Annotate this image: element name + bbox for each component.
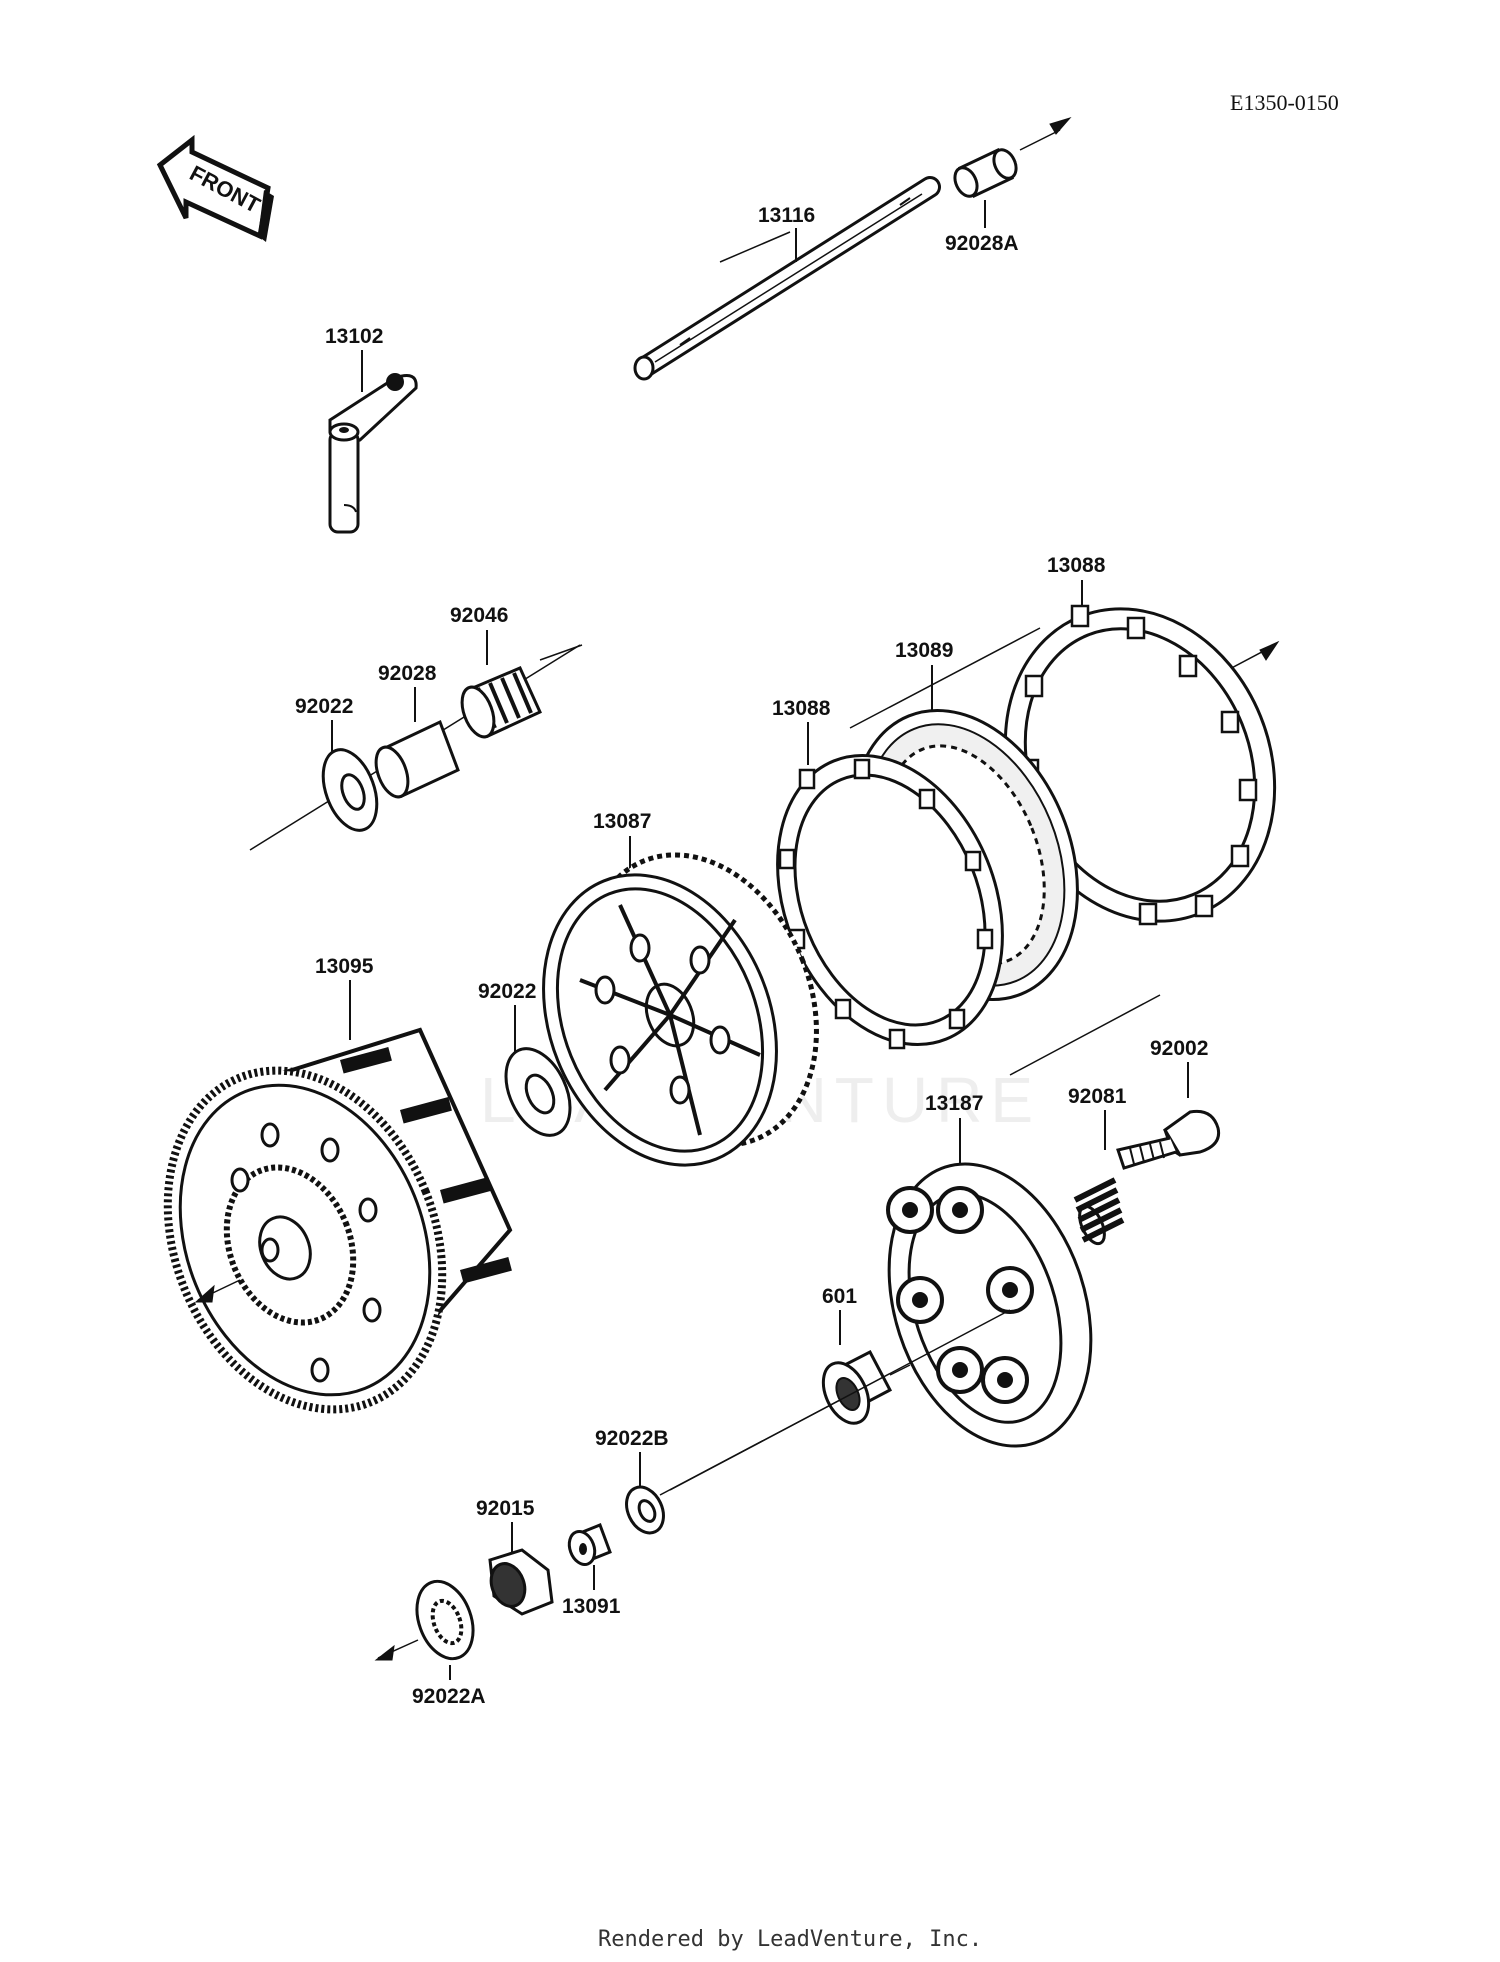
callout-13087: 13087	[593, 810, 651, 833]
callout-92015: 92015	[476, 1497, 535, 1520]
callout-13091: 13091	[562, 1595, 621, 1618]
part-13187-pressure-plate	[886, 1162, 1093, 1448]
part-13088-friction-plate-front	[776, 753, 1004, 1050]
part-92022B-washer	[625, 1485, 665, 1535]
callout-92028: 92028	[378, 662, 437, 685]
callout-92022-top: 92022	[295, 695, 353, 718]
callout-92081: 92081	[1068, 1085, 1127, 1108]
part-92022A-lock-washer	[415, 1579, 475, 1661]
part-92022-washer-top	[321, 748, 379, 832]
callout-92028A: 92028A	[945, 232, 1019, 255]
callout-92022A: 92022A	[412, 1685, 486, 1708]
callout-92002: 92002	[1150, 1037, 1208, 1060]
footer-credit: Rendered by LeadVenture, Inc.	[598, 1927, 982, 1952]
part-92028A-bushing	[953, 117, 1072, 198]
part-601-ball-bearing	[821, 1349, 893, 1425]
callout-13102: 13102	[325, 325, 383, 348]
part-92015-nut	[488, 1548, 554, 1616]
part-92022-washer-mid	[504, 1047, 572, 1137]
part-13095-clutch-housing	[163, 1027, 513, 1414]
part-13102-release-lever	[328, 373, 418, 534]
part-92081-spring	[1073, 1177, 1125, 1246]
diagram-code: E1350-0150	[1230, 90, 1339, 115]
part-13087-clutch-hub	[542, 852, 819, 1167]
callout-13088-mid: 13088	[772, 697, 831, 720]
part-13091-collar	[567, 1523, 612, 1566]
callout-92046: 92046	[450, 604, 508, 627]
callout-13088-top: 13088	[1047, 554, 1106, 577]
callout-13187: 13187	[925, 1092, 983, 1115]
callout-13095: 13095	[315, 955, 374, 978]
callout-92022B: 92022B	[595, 1427, 669, 1450]
front-arrow-icon: FRONT	[156, 134, 274, 242]
callout-601: 601	[822, 1285, 857, 1308]
callout-13116: 13116	[758, 204, 815, 227]
part-13116-push-rod	[633, 176, 941, 381]
callout-13089: 13089	[895, 639, 953, 662]
callout-92022-mid: 92022	[478, 980, 536, 1003]
part-92028-collar	[374, 719, 460, 799]
part-92002-bolt	[1116, 1109, 1221, 1170]
part-92046-needle-bearing	[460, 666, 542, 739]
